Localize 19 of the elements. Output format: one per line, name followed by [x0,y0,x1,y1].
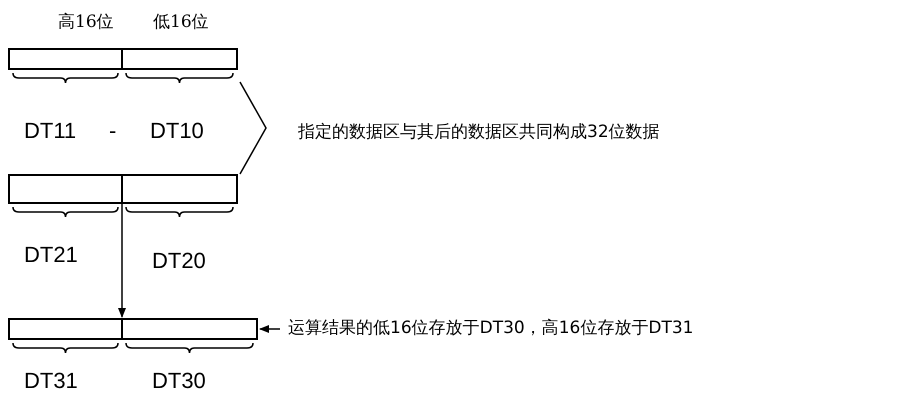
register-label: DT20 [152,248,206,274]
arrow [118,204,126,318]
register-cell [121,174,238,204]
register-cell [8,48,123,70]
description-text: 指定的数据区与其后的数据区共同构成32位数据 [298,121,660,143]
register-cell [8,318,123,340]
register-cell [121,318,258,340]
arrow [259,325,280,333]
register-label: DT21 [24,242,78,268]
register-label: DT11 [24,118,76,144]
column-header: 低16位 [153,11,209,33]
register-cell [121,48,238,70]
register-label: DT30 [152,368,206,394]
note-text: 运算结果的低16位存放于DT30，高16位存放于DT31 [288,316,694,339]
hyphen: - [109,118,116,144]
register-label: DT10 [150,118,204,144]
column-header: 高16位 [58,11,114,33]
register-cell [8,174,123,204]
register-label: DT31 [24,368,78,394]
